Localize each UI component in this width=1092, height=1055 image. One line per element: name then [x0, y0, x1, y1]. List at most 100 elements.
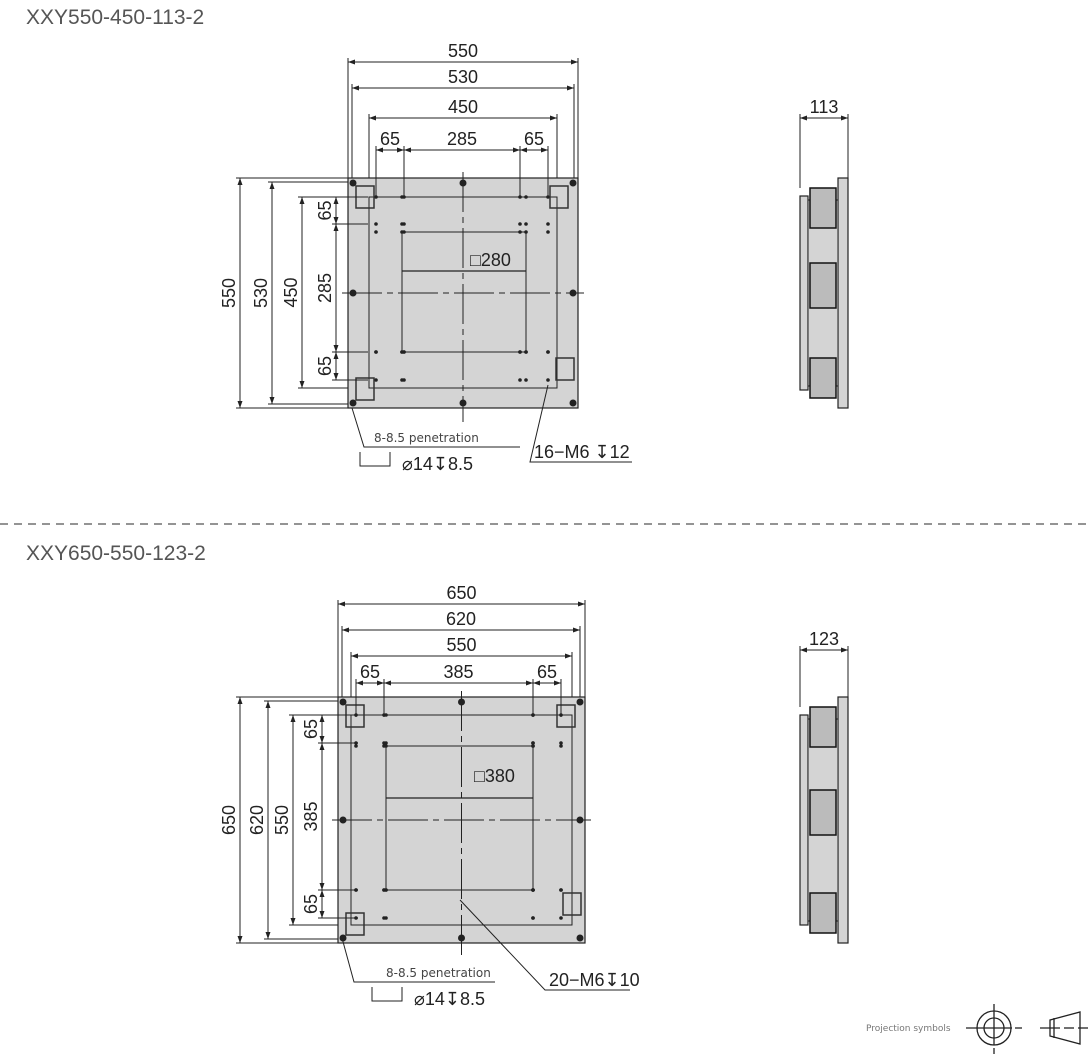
through-hole: [576, 816, 584, 824]
top-dimension: 65: [380, 129, 400, 149]
tapped-hole: [518, 378, 522, 382]
through-hole: [569, 399, 577, 407]
counterbore-symbol-icon: [371, 987, 403, 1002]
through-hole: [569, 179, 577, 187]
hole-note: 8-8.5 penetration: [374, 431, 479, 445]
projection-label: Projection symbols: [866, 1024, 951, 1034]
counterbore-symbol-icon: [359, 452, 391, 467]
top-dimension: 450: [448, 97, 478, 117]
tapped-hole: [384, 916, 388, 920]
tapped-hole: [400, 222, 404, 226]
tapped-hole: [559, 888, 563, 892]
left-dimension: 385: [301, 801, 321, 831]
tapped-hole: [546, 230, 550, 234]
through-hole: [339, 698, 347, 706]
left-dimension: 530: [251, 278, 271, 308]
tapped-hole: [374, 222, 378, 226]
through-hole: [459, 399, 467, 407]
through-hole: [576, 934, 584, 942]
left-dimension: 550: [219, 278, 239, 308]
projection-frustum-icon: [1040, 1011, 1088, 1045]
top-dimension: 550: [448, 41, 478, 61]
tapped-hole: [559, 741, 563, 745]
aperture-size-label: □280: [470, 250, 511, 270]
motor-block: [549, 185, 569, 209]
tapped-hole: [546, 378, 550, 382]
top-dimension: 550: [446, 635, 476, 655]
through-hole: [458, 934, 465, 942]
through-hole: [459, 179, 467, 187]
top-dimension: 620: [446, 609, 476, 629]
tapped-hole: [531, 744, 535, 748]
tapped-hole: [374, 230, 378, 234]
tapped-hole: [374, 350, 378, 354]
thread-note: 20−M6↧10: [549, 970, 640, 990]
top-dimension: 285: [447, 129, 477, 149]
projection-circle-icon: [966, 1004, 1022, 1054]
projection-symbols: Projection symbols: [866, 1004, 1088, 1054]
left-dimension: 550: [272, 805, 292, 835]
side-view: 113: [799, 97, 849, 409]
side-dimension: 123: [809, 629, 839, 649]
tapped-hole: [531, 888, 535, 892]
tapped-hole: [384, 713, 388, 717]
model-1-title: XXY550-450-113-2: [26, 6, 205, 29]
left-dimension: 450: [281, 277, 301, 307]
motor-block: [555, 357, 575, 381]
left-dimension: 65: [301, 894, 321, 914]
tapped-hole: [400, 378, 404, 382]
left-dimension: 65: [301, 719, 321, 739]
tapped-hole: [524, 195, 528, 199]
motor-block: [355, 377, 375, 401]
tapped-hole: [531, 916, 535, 920]
motor-block: [556, 704, 576, 728]
model-2-title: XXY650-550-123-2: [26, 542, 206, 565]
through-hole: [576, 698, 584, 706]
tapped-hole: [400, 350, 404, 354]
tapped-hole: [384, 744, 388, 748]
tapped-hole: [400, 195, 404, 199]
left-dimension: 285: [315, 273, 335, 303]
tapped-hole: [524, 230, 528, 234]
tapped-hole: [546, 350, 550, 354]
tapped-hole: [518, 222, 522, 226]
side-dimension: 113: [810, 97, 839, 117]
center-aperture: [385, 745, 534, 891]
through-hole: [569, 289, 577, 297]
tapped-hole: [518, 230, 522, 234]
tapped-hole: [531, 741, 535, 745]
side-view: 123: [799, 629, 849, 944]
counterbore-note: ⌀14↧8.5: [414, 989, 485, 1009]
hole-note: 8-8.5 penetration: [386, 966, 491, 980]
through-hole: [349, 399, 357, 407]
motor-block: [562, 892, 582, 916]
counterbore-note: ⌀14↧8.5: [402, 454, 473, 474]
top-dimension: 385: [443, 662, 473, 682]
left-dimension: 65: [315, 356, 335, 376]
through-hole: [349, 179, 357, 187]
top-dimension: 650: [446, 583, 476, 603]
tapped-hole: [384, 741, 388, 745]
top-dimension: 65: [360, 662, 380, 682]
tapped-hole: [546, 222, 550, 226]
through-hole: [458, 698, 465, 706]
left-dimension: 650: [219, 805, 239, 835]
center-aperture: [401, 231, 527, 353]
tapped-hole: [384, 888, 388, 892]
thread-note: 16−M6 ↧12: [534, 442, 630, 462]
tapped-hole: [524, 350, 528, 354]
through-hole: [339, 816, 347, 824]
through-hole: [339, 934, 347, 942]
top-dimension: 530: [448, 67, 478, 87]
aperture-size-label: □380: [474, 766, 515, 786]
tapped-hole: [518, 350, 522, 354]
tapped-hole: [524, 378, 528, 382]
motor-block: [345, 704, 365, 728]
tapped-hole: [559, 916, 563, 920]
top-dimension: 65: [524, 129, 544, 149]
motor-block: [345, 912, 365, 936]
left-dimension: 620: [247, 805, 267, 835]
